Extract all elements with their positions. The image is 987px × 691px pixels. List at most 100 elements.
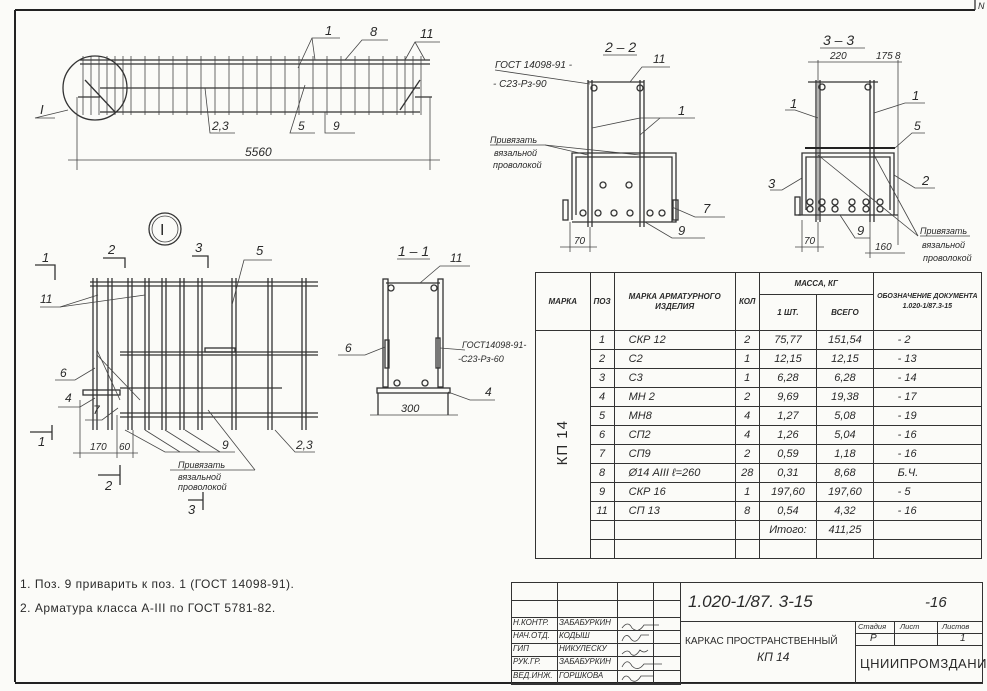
title-block-cell (653, 582, 681, 601)
cell-pos: 1 (589, 330, 615, 350)
signatory-name: Никулеску (559, 644, 607, 653)
cell-unit: 12,15 (758, 349, 818, 369)
title-block-cell (617, 582, 654, 601)
cell-doc: - 13 (872, 349, 983, 369)
cell-total: 12,15 (816, 349, 874, 369)
title-block-cell (617, 643, 654, 657)
title-block-cell (511, 582, 558, 601)
cell-doc: - 17 (872, 387, 983, 407)
section-2-2-callout-7: 7 (703, 201, 711, 216)
cell-item: СКР 12 (613, 330, 736, 350)
cell-pos: 11 (589, 501, 615, 521)
rebar-section (862, 198, 870, 206)
callout-11: 11 (420, 26, 434, 41)
rebar-section (862, 205, 870, 213)
elevation-view: 5560 1 8 11 I 2,3 5 9 (34, 23, 440, 170)
detail-callout-5: 5 (256, 243, 264, 258)
title-block-cell (557, 600, 618, 618)
header-doc: Обозначение документа 1.020-1/87.3-15 (872, 272, 983, 331)
detail-callout-11: 11 (40, 292, 52, 306)
rebar-section (579, 209, 587, 217)
section-3-3-dim-160: 160 (875, 242, 892, 253)
cell-pos: 6 (589, 425, 615, 445)
section-2-2-dim-70: 70 (574, 236, 586, 247)
section-1-1-gost-line2: -С23-Рз-60 (458, 354, 504, 364)
signatory-name: Забабуркин (559, 618, 611, 627)
title-block-cell (653, 670, 681, 685)
section-3-3-callout-3: 3 (768, 176, 776, 191)
cell-qty: 8 (734, 501, 760, 521)
title-block-cell (617, 600, 654, 618)
rebar-section (818, 205, 826, 213)
cell-qty: 2 (734, 444, 760, 464)
rebar-section (818, 198, 826, 206)
cell-unit: 0,59 (758, 444, 818, 464)
cell-unit: 9,69 (758, 387, 818, 407)
mark-value: КП 14 (554, 420, 572, 466)
document-number: 1.020-1/87. 3-15 (688, 592, 813, 611)
section-3-3-title: 3 – 3 (823, 32, 854, 48)
signatory-role: Рук.гр. (513, 657, 541, 666)
cell-item: МН8 (613, 406, 736, 426)
cell-total: 6,28 (816, 368, 874, 388)
rebar-section (806, 198, 814, 206)
cell-item: С3 (613, 368, 736, 388)
cell-qty: 1 (734, 482, 760, 502)
cell-total: 19,38 (816, 387, 874, 407)
section-2-2-gost-line2: - С23-Рз-90 (493, 79, 547, 90)
total-label: Итого: (758, 520, 818, 540)
drawing-title-line1: Каркас пространственный (685, 636, 838, 647)
signatory-role: Н.контр. (513, 618, 549, 627)
rebar-section (626, 209, 634, 217)
cell-pos: 3 (589, 368, 615, 388)
cell-pos: 9 (589, 482, 615, 502)
detail-I-marker: I (160, 222, 164, 239)
detail-callout-6: 6 (60, 366, 67, 380)
detail-callout-2-3: 2,3 (295, 438, 313, 452)
title-block-cell (653, 630, 681, 644)
cell-unit: 75,77 (758, 330, 818, 350)
cell-doc: - 16 (872, 425, 983, 445)
stage-value: Р (870, 633, 877, 644)
cell-qty: 1 (734, 349, 760, 369)
cell-pos: 7 (589, 444, 615, 464)
cell-item: СП2 (613, 425, 736, 445)
section-2-2-tie-note-line3: проволокой (493, 160, 542, 170)
callout-9: 9 (333, 119, 340, 133)
title-block-cell (653, 600, 681, 618)
cell-unit: 1,26 (758, 425, 818, 445)
note-1: 1. Поз. 9 приварить к поз. 1 (ГОСТ 14098… (20, 577, 295, 591)
section-2-2: 2 – 2 ГОСТ 14098-91 - - С23-Рз-90 11 1 П… (490, 39, 725, 252)
cell-qty: 28 (734, 463, 760, 483)
detail-dim-60: 60 (119, 442, 131, 453)
cut-2-bottom: 2 (104, 478, 113, 493)
cut-1-bottom: 1 (38, 434, 45, 449)
title-block-cell (653, 643, 681, 657)
section-3-3-callout-8: 8 (895, 51, 901, 62)
cell-total: 5,08 (816, 406, 874, 426)
header-pos: Поз (589, 272, 615, 331)
header-item: Марка арматурного изделия (613, 272, 736, 331)
section-1-1: 1 – 1 300 11 6 ГОСТ14098-91- -С23-Рз-60 … (338, 243, 526, 416)
spec-empty-row (536, 539, 983, 559)
note-2: 2. Арматура класса А-III по ГОСТ 5781-82… (20, 601, 276, 615)
cell-item: СКР 16 (613, 482, 736, 502)
section-3-3-tie-note-line3: проволокой (923, 253, 972, 263)
cell-qty: 2 (734, 330, 760, 350)
rebar-section (848, 198, 856, 206)
section-2-2-tie-note-line1: Привязать (490, 135, 537, 145)
cut-3-bottom: 3 (188, 502, 196, 517)
cell-unit: 1,27 (758, 406, 818, 426)
cell-item: Ø14 АIII ℓ=260 (613, 463, 736, 483)
cell-total: 8,68 (816, 463, 874, 483)
section-3-3-callout-9: 9 (857, 223, 864, 238)
sheet-corner-mark: N (978, 1, 985, 11)
